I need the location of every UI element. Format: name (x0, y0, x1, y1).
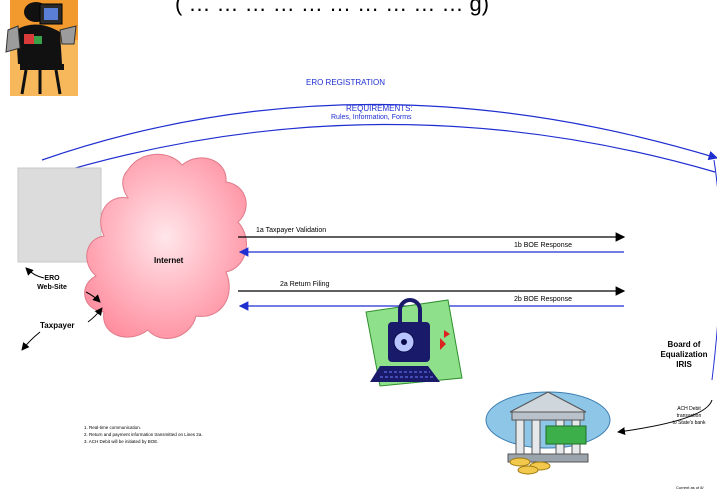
taxpayer-label: Taxpayer (40, 321, 75, 330)
requirements-label: REQUIREMENTS: (346, 104, 413, 113)
ach-label-line3: to State's bank (672, 420, 706, 426)
current-as-of: Current as of 8/ (676, 485, 704, 490)
taxpayer-arrow (21, 331, 41, 351)
ero-label-line1: ERO (44, 275, 60, 282)
note-2: 2. Return and payment information transm… (84, 432, 203, 437)
note-1: 1. Real-time communication. (84, 425, 142, 430)
boe-label-line3: IRIS (676, 360, 692, 369)
arrow-2b-label: 2b BOE Response (514, 296, 572, 303)
registration-arc (41, 103, 717, 161)
boe-label-line1: Board of (667, 340, 701, 349)
secure-computer-icon (365, 298, 463, 387)
ach-label: ACH Debit transaction to State's bank (666, 406, 712, 427)
boe-label: Board of Equalization IRIS (654, 340, 714, 370)
ero-label: ERO Web-Site (32, 274, 72, 292)
registration-label: ERO REGISTRATION (306, 78, 385, 87)
taxpayer-to-cloud-arrow (87, 307, 103, 323)
ero-arrow (25, 267, 45, 279)
ero-website-box (17, 167, 102, 263)
ero-label-line2: Web-Site (37, 284, 67, 291)
website-to-cloud-arrow (85, 291, 101, 303)
bank-icon (485, 391, 611, 475)
arrow-1b-label: 1b BOE Response (514, 242, 572, 249)
requirements-detail: Rules, Information, Forms (331, 114, 412, 121)
note-3: 3. ACH Debit will be initiated by BOE. (84, 439, 159, 444)
ach-arrow (617, 399, 713, 436)
ach-label-line2: transaction (676, 413, 702, 419)
ach-label-line1: ACH Debit (677, 406, 701, 412)
requirements-arc (46, 123, 716, 179)
person-at-computer-icon (5, 0, 78, 96)
title-fragment: ( … … … … … … … … … … g) (175, 0, 490, 16)
arrow-1a-label: 1a Taxpayer Validation (256, 227, 327, 234)
boe-label-line2: Equalization (660, 350, 708, 359)
internet-cloud (84, 153, 247, 339)
arrow-2a-label: 2a Return Filing (280, 281, 330, 288)
notes-list: 1. Real-time communication. 2. Return an… (84, 424, 203, 445)
internet-label: Internet (154, 256, 184, 265)
